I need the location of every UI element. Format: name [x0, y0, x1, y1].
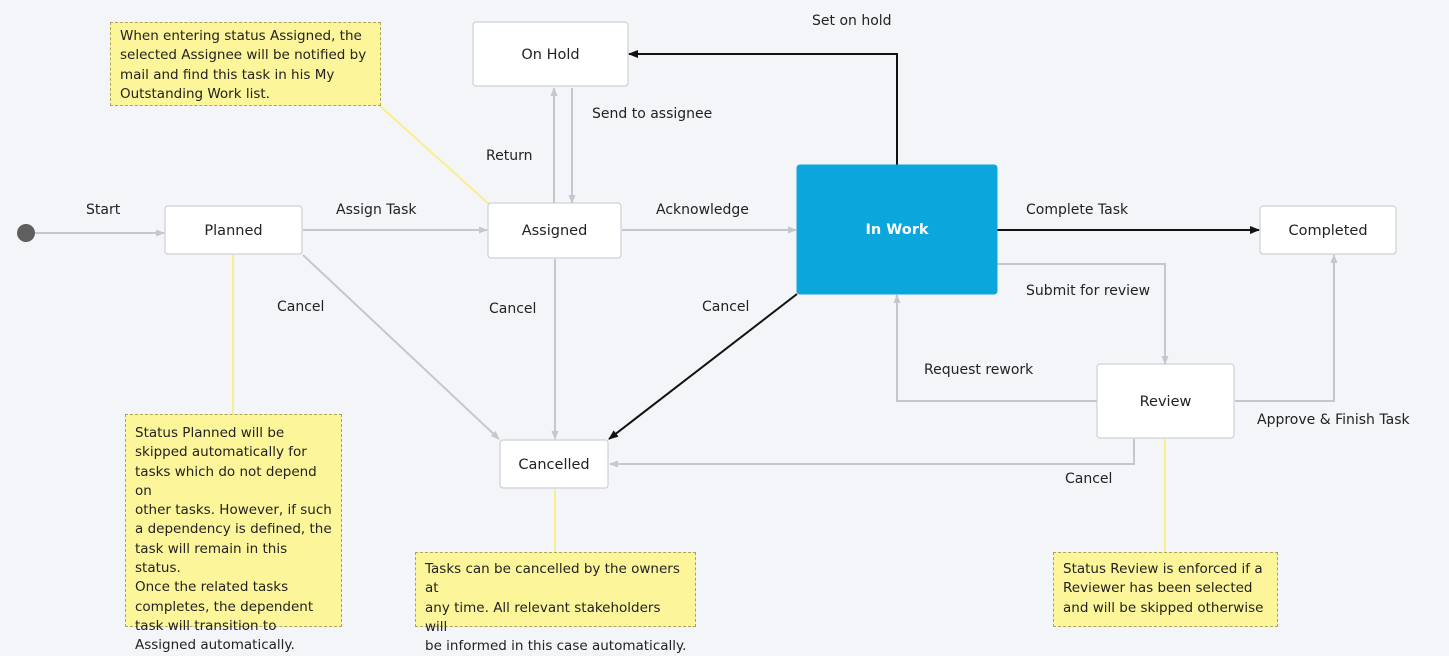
state-cancelled-label: Cancelled: [518, 457, 589, 473]
note-line: mail and find this task in his My: [120, 66, 335, 83]
note-line: Reviewer has been selected: [1063, 580, 1253, 597]
transition-submit-for-review[interactable]: [997, 263, 1169, 365]
state-in-work[interactable]: In Work: [796, 164, 998, 295]
label-set-on-hold: Set on hold: [812, 13, 892, 29]
note-line: Assigned automatically.: [135, 637, 295, 654]
transition-set-on-hold[interactable]: [628, 50, 898, 165]
state-completed-label: Completed: [1288, 223, 1367, 239]
label-start: Start: [86, 202, 121, 218]
state-review-label: Review: [1140, 394, 1192, 410]
label-cancel-in-work: Cancel: [702, 299, 749, 315]
label-acknowledge: Acknowledge: [656, 202, 749, 218]
transition-request-rework[interactable]: [893, 294, 1097, 402]
planned-note: Status Planned will be skipped automatic…: [125, 414, 342, 653]
state-diagram: On Hold Planned Assigned In Work Complet…: [17, 13, 1410, 552]
note-line: and will be skipped otherwise: [1063, 599, 1264, 616]
transition-cancel-planned[interactable]: [302, 254, 500, 440]
note-line: tasks which do not depend on: [135, 463, 317, 499]
state-cancelled[interactable]: Cancelled: [499, 439, 609, 489]
note-line: task will remain in this status.: [135, 540, 288, 577]
label-cancel-review: Cancel: [1065, 471, 1112, 487]
note-line: Outstanding Work list.: [120, 85, 270, 102]
note-connectors: [232, 105, 1166, 552]
state-in-work-label: In Work: [866, 222, 929, 238]
label-approve-finish: Approve & Finish Task: [1257, 412, 1410, 428]
note-line: any time. All relevant stakeholders will: [425, 599, 661, 635]
state-assigned-label: Assigned: [522, 223, 588, 239]
state-on-hold-label: On Hold: [521, 47, 579, 63]
label-assign-task: Assign Task: [336, 202, 417, 218]
note-line: Once the related tasks: [135, 579, 289, 596]
note-line: skipped automatically for: [135, 444, 307, 461]
note-line: Tasks can be cancelled by the owners at: [425, 561, 680, 597]
label-send-to-assignee: Send to assignee: [592, 106, 712, 122]
note-line: Status Planned will be: [135, 425, 285, 441]
label-submit-for-review: Submit for review: [1026, 283, 1150, 299]
cancelled-note: Tasks can be cancelled by the owners at …: [415, 552, 696, 654]
note-line: When entering status Assigned, the: [120, 28, 362, 44]
transition-approve-finish[interactable]: [1235, 254, 1338, 402]
label-cancel-planned: Cancel: [277, 299, 324, 315]
note-line: completes, the dependent: [135, 598, 314, 615]
transition-cancel-review[interactable]: [609, 439, 1135, 468]
state-review[interactable]: Review: [1096, 363, 1235, 439]
note-line: task will transition to: [135, 617, 277, 634]
note-line: other tasks. However, if such: [135, 502, 332, 519]
state-assigned[interactable]: Assigned: [487, 202, 622, 259]
note-line: selected Assignee will be notified by: [120, 47, 367, 64]
state-completed[interactable]: Completed: [1259, 205, 1397, 255]
state-planned[interactable]: Planned: [164, 205, 303, 255]
note-line: a dependency is defined, the: [135, 521, 332, 538]
label-cancel-assigned: Cancel: [489, 301, 536, 317]
state-on-hold[interactable]: On Hold: [472, 21, 629, 87]
label-return: Return: [486, 148, 532, 164]
state-planned-label: Planned: [204, 223, 262, 239]
assigned-note-connector: [379, 105, 491, 206]
review-note: Status Review is enforced if a Reviewer …: [1053, 552, 1278, 627]
label-request-rework: Request rework: [924, 362, 1034, 378]
start-node: [17, 224, 35, 242]
label-complete-task: Complete Task: [1026, 202, 1129, 218]
assigned-note: When entering status Assigned, the selec…: [110, 22, 381, 106]
note-line: be informed in this case automatically.: [425, 638, 687, 655]
note-line: Status Review is enforced if a: [1063, 561, 1263, 577]
transition-cancel-in-work[interactable]: [608, 293, 798, 440]
